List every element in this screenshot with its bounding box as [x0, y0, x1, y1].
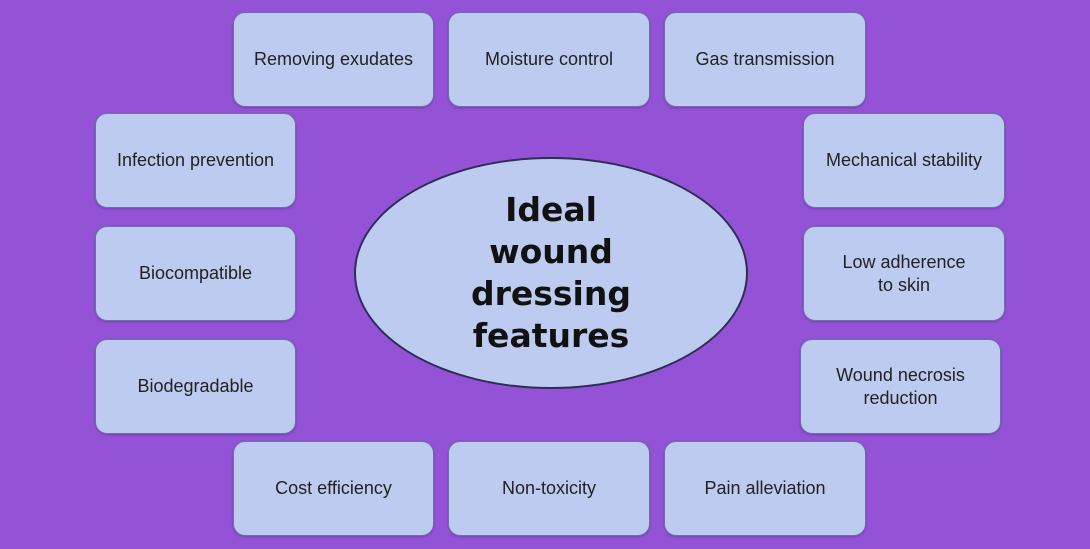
feature-box-non-toxicity: Non-toxicity — [448, 441, 650, 536]
feature-box-infection-prevention: Infection prevention — [95, 113, 296, 208]
feature-box-moisture-control: Moisture control — [448, 12, 650, 107]
feature-box-biodegradable: Biodegradable — [95, 339, 296, 434]
feature-box-cost-efficiency: Cost efficiency — [233, 441, 434, 536]
central-ellipse: Ideal wound dressing features — [354, 157, 748, 389]
feature-box-mechanical-stability: Mechanical stability — [803, 113, 1005, 208]
feature-box-wound-necrosis: Wound necrosis reduction — [800, 339, 1001, 434]
feature-box-pain-alleviation: Pain alleviation — [664, 441, 866, 536]
feature-box-removing-exudates: Removing exudates — [233, 12, 434, 107]
feature-box-low-adherence: Low adherence to skin — [803, 226, 1005, 321]
feature-box-gas-transmission: Gas transmission — [664, 12, 866, 107]
feature-box-biocompatible: Biocompatible — [95, 226, 296, 321]
